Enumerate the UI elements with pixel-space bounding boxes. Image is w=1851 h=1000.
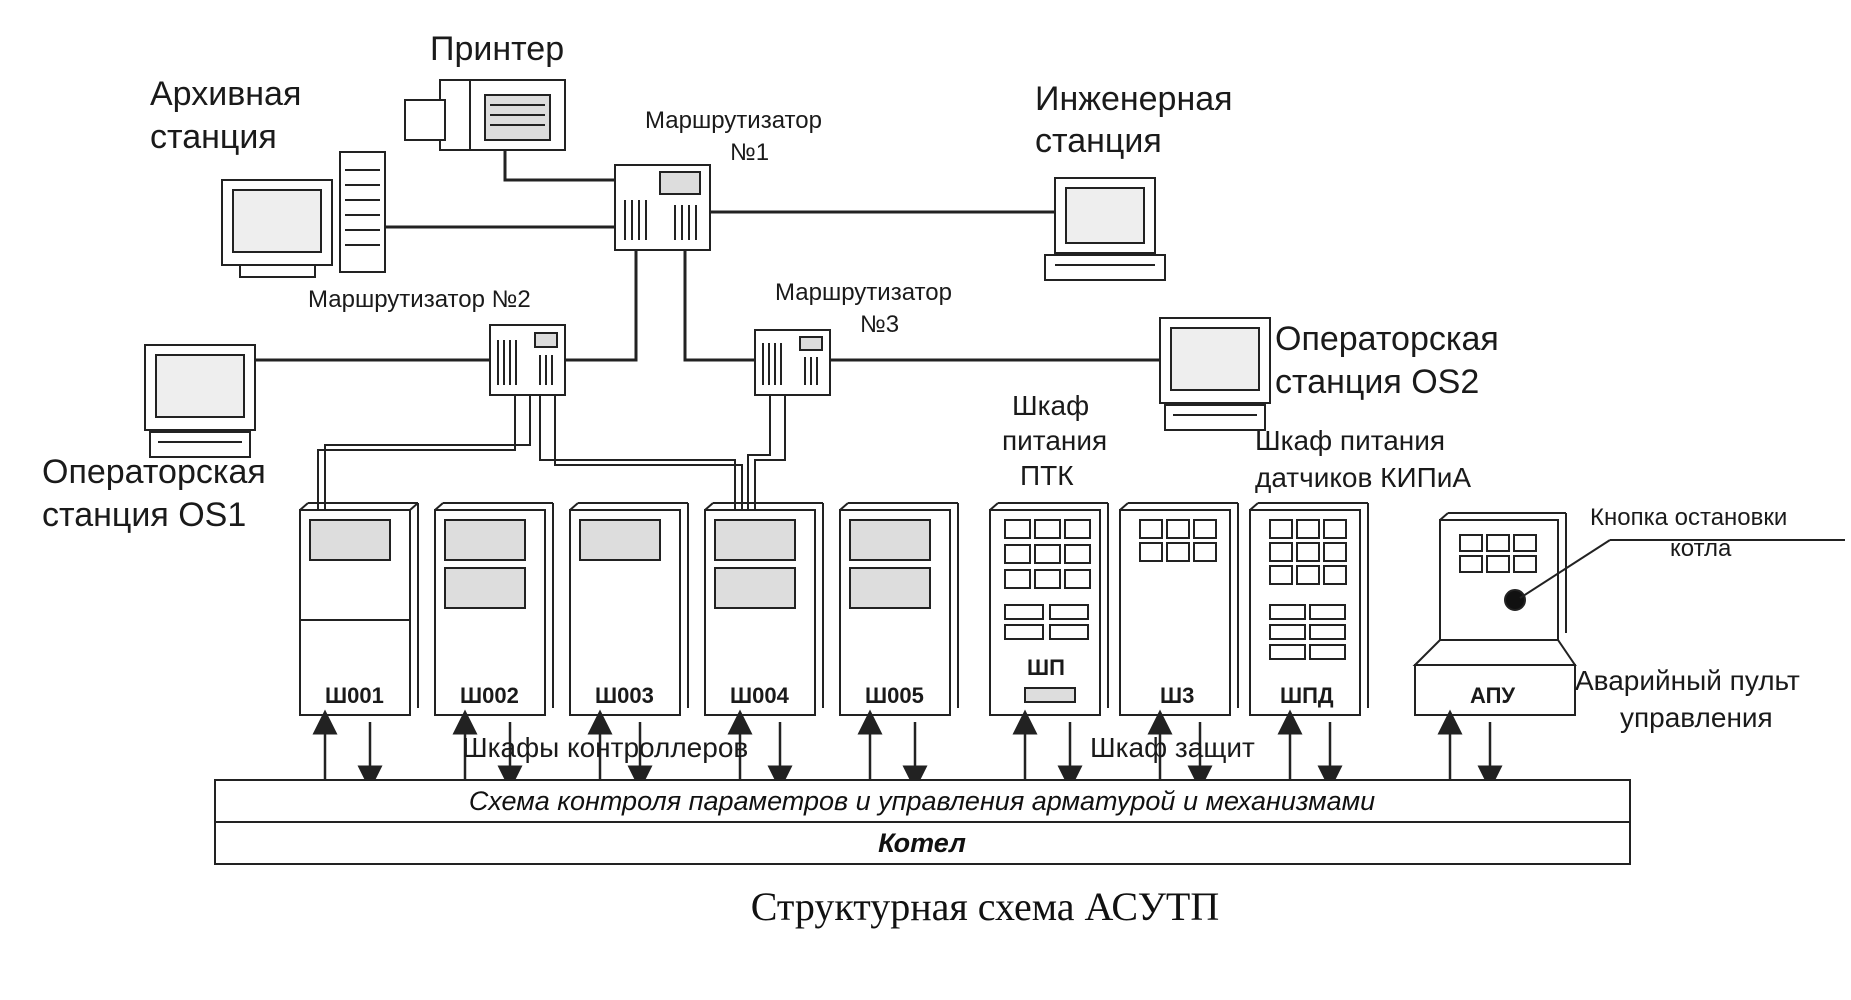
stop-button-icon (1504, 589, 1526, 611)
protection-group-label: Шкаф защит (1090, 732, 1255, 763)
router1-label-line2: №1 (730, 139, 769, 166)
archive-label-line2: станция (150, 118, 277, 156)
ptk-label-line1: Шкаф (1012, 390, 1089, 421)
emergency-panel-label-line1: Аварийный пульт (1575, 665, 1800, 696)
router-3-icon (754, 329, 831, 396)
diagram-caption: Структурная схема АСУТП (751, 884, 1219, 929)
network-lines (255, 150, 1160, 362)
cabinet-sh001-label: Ш001 (325, 683, 384, 708)
router3-label-line1: Маршрутизатор (775, 279, 952, 306)
router1-label-line1: Маршрутизатор (645, 107, 822, 134)
printer-label: Принтер (430, 30, 564, 68)
control-scheme-label: Схема контроля параметров и управления а… (469, 786, 1375, 816)
ptk-label-line2: питания (1002, 425, 1107, 456)
cabinet-sh003-label: Ш003 (595, 683, 654, 708)
controller-cabinet-4 (704, 502, 824, 716)
operator-station-os1-icon (144, 344, 256, 458)
stop-button-label-line1: Кнопка остановки (1590, 504, 1787, 531)
archive-label-line1: Архивная (150, 75, 301, 113)
os2-label-line2: станция OS2 (1275, 363, 1479, 401)
operator-station-os2-icon (1159, 317, 1271, 431)
router-2-icon (489, 324, 566, 396)
controller-cabinet-2 (434, 502, 554, 716)
signal-arrows (312, 709, 1503, 791)
emergency-panel (1412, 512, 1577, 716)
os2-label-line1: Операторская (1275, 320, 1499, 358)
router-1-icon (614, 164, 711, 251)
boiler-label: Котел (878, 828, 966, 858)
ptk-power-cabinet (989, 502, 1109, 716)
kip-power-cabinet (1249, 502, 1369, 716)
controllers-group-label: Шкафы контроллеров (462, 732, 748, 763)
kip-label-line1: Шкаф питания (1255, 425, 1445, 456)
ptk-label-line3: ПТК (1020, 460, 1074, 491)
stop-button-leader (1519, 539, 1611, 599)
cabinet-shpd-label: ШПД (1280, 683, 1334, 708)
cabinet-apu-label: АПУ (1470, 683, 1515, 708)
cabinet-sh002-label: Ш002 (460, 683, 519, 708)
router3-label-line2: №3 (860, 311, 899, 338)
controller-cabinet-1 (299, 502, 419, 716)
stop-button-label-line2: котла (1670, 535, 1732, 562)
controller-cabinet-5 (839, 502, 959, 716)
cabinet-shp-label: ШП (1027, 655, 1065, 680)
control-scheme-bar (214, 779, 1631, 823)
controller-cabinet-3 (569, 502, 689, 716)
boiler-bar (214, 821, 1631, 865)
kip-label-line2: датчиков КИПиА (1255, 462, 1471, 493)
cabinet-sh3-label: Ш3 (1160, 683, 1194, 708)
emergency-panel-label-line2: управления (1620, 702, 1773, 733)
archive-station-icon (221, 151, 386, 278)
engineering-label-line2: станция (1035, 122, 1162, 160)
cabinet-sh004-label: Ш004 (730, 683, 790, 708)
cabinet-sh005-label: Ш005 (865, 683, 924, 708)
printer-icon (404, 79, 566, 151)
router2-label: Маршрутизатор №2 (308, 286, 531, 313)
protection-cabinet (1119, 502, 1239, 716)
bus-lines (317, 395, 786, 510)
engineering-station-icon (1044, 177, 1166, 281)
os1-label-line1: Операторская (42, 453, 266, 491)
engineering-label-line1: Инженерная (1035, 80, 1233, 118)
os1-label-line2: станция OS1 (42, 496, 246, 534)
